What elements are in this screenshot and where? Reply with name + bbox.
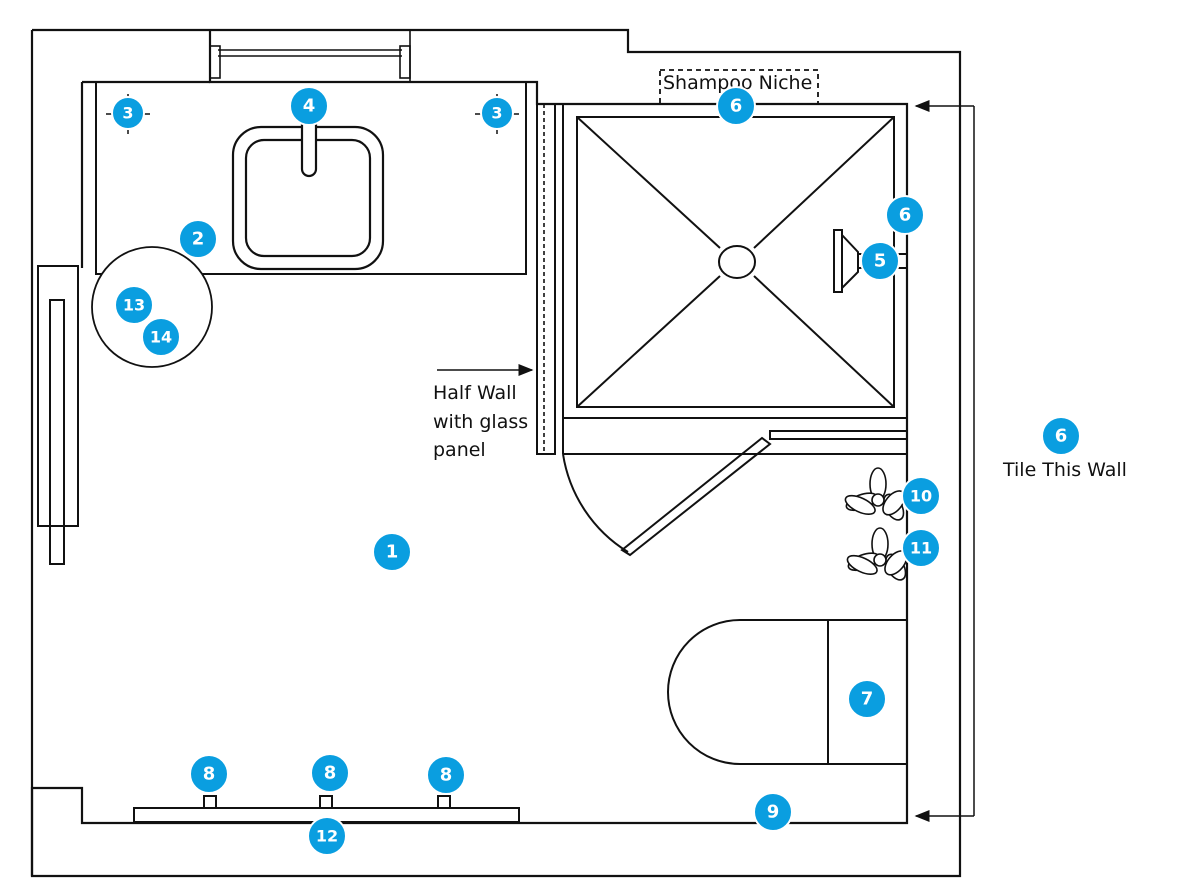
tile-wall-dimension: [914, 100, 975, 822]
marker-6-niche: 6: [716, 86, 756, 126]
marker-13: 13: [114, 285, 154, 325]
marker-5: 5: [860, 241, 900, 281]
marker-8-left: 8: [189, 754, 229, 794]
svg-text:4: 4: [303, 96, 316, 117]
marker-2: 2: [178, 219, 218, 259]
svg-text:7: 7: [861, 689, 874, 710]
svg-text:11: 11: [910, 539, 932, 558]
svg-text:12: 12: [316, 827, 338, 846]
svg-text:14: 14: [150, 328, 172, 347]
shower-pan: [562, 103, 908, 419]
tile-wall-label: Tile This Wall: [1002, 459, 1127, 481]
marker-6-shower: 6: [885, 195, 925, 235]
svg-text:2: 2: [192, 229, 205, 250]
svg-text:1: 1: [386, 542, 399, 563]
sink: [231, 102, 385, 271]
marker-12: 12: [307, 816, 347, 856]
marker-11: 11: [901, 528, 941, 568]
marker-9: 9: [753, 792, 793, 832]
svg-text:6: 6: [1055, 426, 1068, 447]
half-wall: [536, 103, 556, 455]
marker-14: 14: [141, 317, 181, 357]
marker-6-tile: 6: [1041, 416, 1081, 456]
svg-text:8: 8: [440, 765, 453, 786]
marker-8-mid: 8: [310, 753, 350, 793]
half-wall-label-line2: with glass: [433, 411, 528, 433]
svg-text:13: 13: [123, 296, 145, 315]
svg-text:9: 9: [767, 802, 780, 823]
svg-text:8: 8: [324, 763, 337, 784]
toilet-fixture: [667, 619, 907, 765]
half-wall-label-line1: Half Wall: [433, 382, 517, 404]
svg-text:3: 3: [122, 104, 133, 123]
svg-text:3: 3: [491, 104, 502, 123]
marker-3-left: 3: [111, 96, 145, 130]
towel-hooks: [844, 467, 908, 581]
bottom-shelf: [133, 795, 520, 823]
svg-text:6: 6: [730, 96, 743, 117]
marker-10: 10: [901, 476, 941, 516]
svg-text:5: 5: [874, 251, 887, 272]
shower-head: [833, 229, 908, 293]
svg-text:10: 10: [910, 487, 932, 506]
svg-text:8: 8: [203, 764, 216, 785]
marker-4: 4: [289, 86, 329, 126]
vanity-counter: [95, 81, 527, 275]
svg-text:6: 6: [899, 205, 912, 226]
numbered-markers: 1 2 3 3 4 5 6 6 6 7 8 8 8 9 10 11 12 13 …: [111, 86, 1081, 856]
marker-1: 1: [372, 532, 412, 572]
top-window: [209, 29, 411, 83]
marker-8-right: 8: [426, 755, 466, 795]
marker-7: 7: [847, 679, 887, 719]
entry-door: [37, 265, 79, 565]
shower-glass-door: [562, 417, 908, 557]
shampoo-niche-label: Shampoo Niche: [663, 72, 812, 94]
marker-3-right: 3: [480, 96, 514, 130]
half-wall-label-line3: panel: [433, 439, 486, 461]
